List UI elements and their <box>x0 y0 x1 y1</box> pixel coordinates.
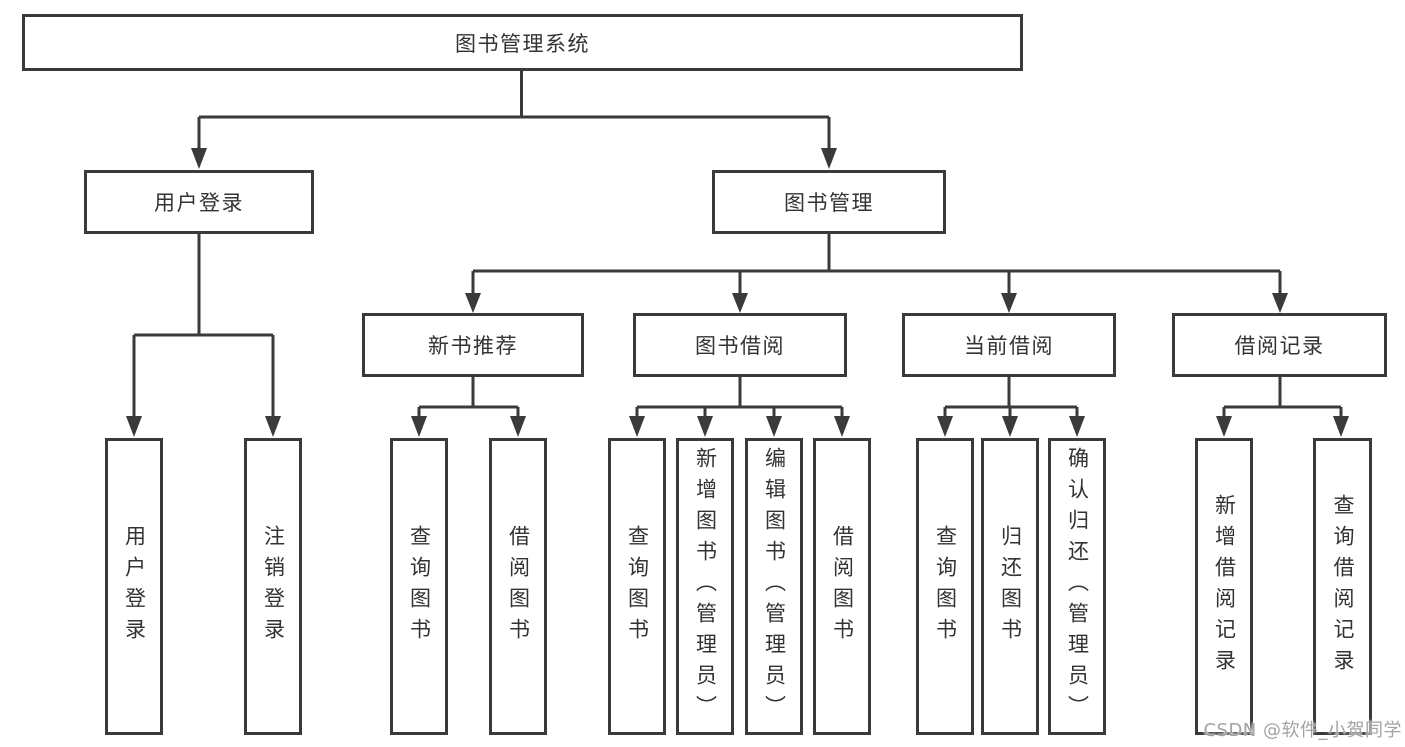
node-book-management-label: 图书管理 <box>784 191 874 215</box>
leaf-user-login: 用户登录 <box>105 438 163 735</box>
csdn-watermark: CSDN @软件_小贺同学 <box>1203 720 1402 741</box>
connector-root-to-level2 <box>191 70 837 169</box>
leaf-confirm-return-admin-label: 确认归还（管理员） <box>1065 447 1090 726</box>
leaf-query-books-current-label: 查询图书 <box>933 524 958 649</box>
node-new-book-recommend-label: 新书推荐 <box>428 334 518 358</box>
leaf-edit-book-admin-label: 编辑图书（管理员） <box>762 447 787 726</box>
node-new-book-recommend: 新书推荐 <box>362 313 584 377</box>
leaf-query-books-borrow-label: 查询图书 <box>625 524 650 649</box>
node-book-management: 图书管理 <box>712 170 946 234</box>
leaf-return-books-label: 归还图书 <box>998 524 1023 649</box>
leaf-borrow-books: 借阅图书 <box>813 438 871 735</box>
leaf-edit-book-admin: 编辑图书（管理员） <box>745 438 803 735</box>
leaf-borrow-books-recommend-label: 借阅图书 <box>506 524 531 649</box>
connector-userlogin-to-leaves <box>126 234 281 437</box>
connector-bookborrow-to-leaves <box>629 377 850 437</box>
leaf-logout-label: 注销登录 <box>261 524 286 649</box>
leaf-query-books-current: 查询图书 <box>916 438 974 735</box>
leaf-query-books-borrow: 查询图书 <box>608 438 666 735</box>
connector-borrowrecords-to-leaves <box>1216 377 1349 437</box>
leaf-borrow-books-label: 借阅图书 <box>830 524 855 649</box>
node-user-login-label: 用户登录 <box>154 191 244 215</box>
leaf-add-borrow-record: 新增借阅记录 <box>1195 438 1253 735</box>
node-borrowing-records: 借阅记录 <box>1172 313 1387 377</box>
leaf-logout: 注销登录 <box>244 438 302 735</box>
leaf-add-book-admin: 新增图书（管理员） <box>676 438 734 735</box>
node-current-borrowing-label: 当前借阅 <box>964 334 1054 358</box>
leaf-query-borrow-record: 查询借阅记录 <box>1313 438 1372 735</box>
node-user-login: 用户登录 <box>84 170 314 234</box>
leaf-add-book-admin-label: 新增图书（管理员） <box>693 447 718 726</box>
connector-newbooks-to-leaves <box>411 377 526 437</box>
node-library-system-label: 图书管理系统 <box>455 31 590 56</box>
leaf-confirm-return-admin: 确认归还（管理员） <box>1048 438 1106 735</box>
node-current-borrowing: 当前借阅 <box>902 313 1116 377</box>
node-library-system: 图书管理系统 <box>22 14 1023 71</box>
leaf-query-books-recommend: 查询图书 <box>390 438 448 735</box>
connector-bookmgmt-to-level3 <box>465 234 1288 313</box>
node-book-borrowing-label: 图书借阅 <box>695 334 785 358</box>
leaf-borrow-books-recommend: 借阅图书 <box>489 438 547 735</box>
node-book-borrowing: 图书借阅 <box>633 313 847 377</box>
leaf-user-login-label: 用户登录 <box>122 524 147 649</box>
leaf-query-borrow-record-label: 查询借阅记录 <box>1331 493 1355 680</box>
leaf-add-borrow-record-label: 新增借阅记录 <box>1212 493 1237 680</box>
connector-currentborrow-to-leaves <box>937 377 1085 437</box>
leaf-query-books-recommend-label: 查询图书 <box>407 524 432 649</box>
leaf-return-books: 归还图书 <box>981 438 1039 735</box>
node-borrowing-records-label: 借阅记录 <box>1234 334 1325 358</box>
